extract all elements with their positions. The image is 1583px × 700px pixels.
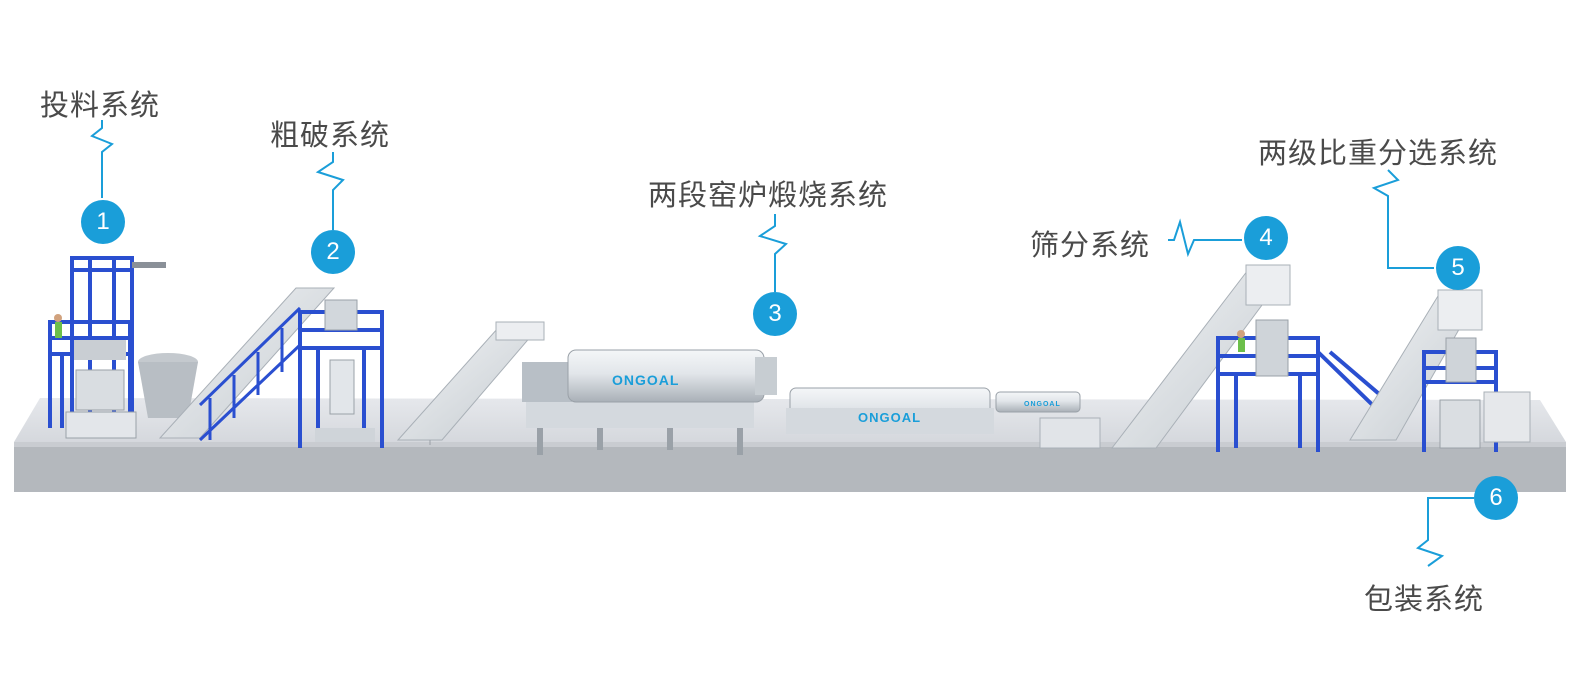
kiln-logo-1: ONGOAL [612, 372, 679, 388]
badge-4: 4 [1244, 216, 1288, 260]
badge-5: 5 [1436, 246, 1480, 290]
label-feeding-system: 投料系统 [40, 88, 161, 122]
leader-line-5 [1371, 169, 1434, 269]
label-crushing-system: 粗破系统 [270, 118, 391, 152]
leader-line-4 [1168, 218, 1242, 258]
leader-line-1 [90, 120, 114, 198]
feeding-system [48, 256, 134, 428]
kiln-logo-3: ONGOAL [1024, 401, 1061, 408]
badge-2: 2 [311, 230, 355, 274]
badge-6: 6 [1474, 476, 1518, 520]
kiln-logo-2: ONGOAL [858, 410, 921, 425]
label-packing-system: 包装系统 [1364, 582, 1485, 616]
badge-1: 1 [81, 200, 125, 244]
leader-line-3 [757, 214, 788, 292]
label-screening-system: 筛分系统 [1030, 228, 1151, 262]
leader-line-6 [1415, 497, 1474, 567]
badge-3: 3 [753, 292, 797, 336]
leader-line-2 [315, 152, 345, 230]
label-separation-system: 两级比重分选系统 [1258, 136, 1499, 170]
label-kiln-system: 两段窑炉煅烧系统 [648, 178, 889, 212]
